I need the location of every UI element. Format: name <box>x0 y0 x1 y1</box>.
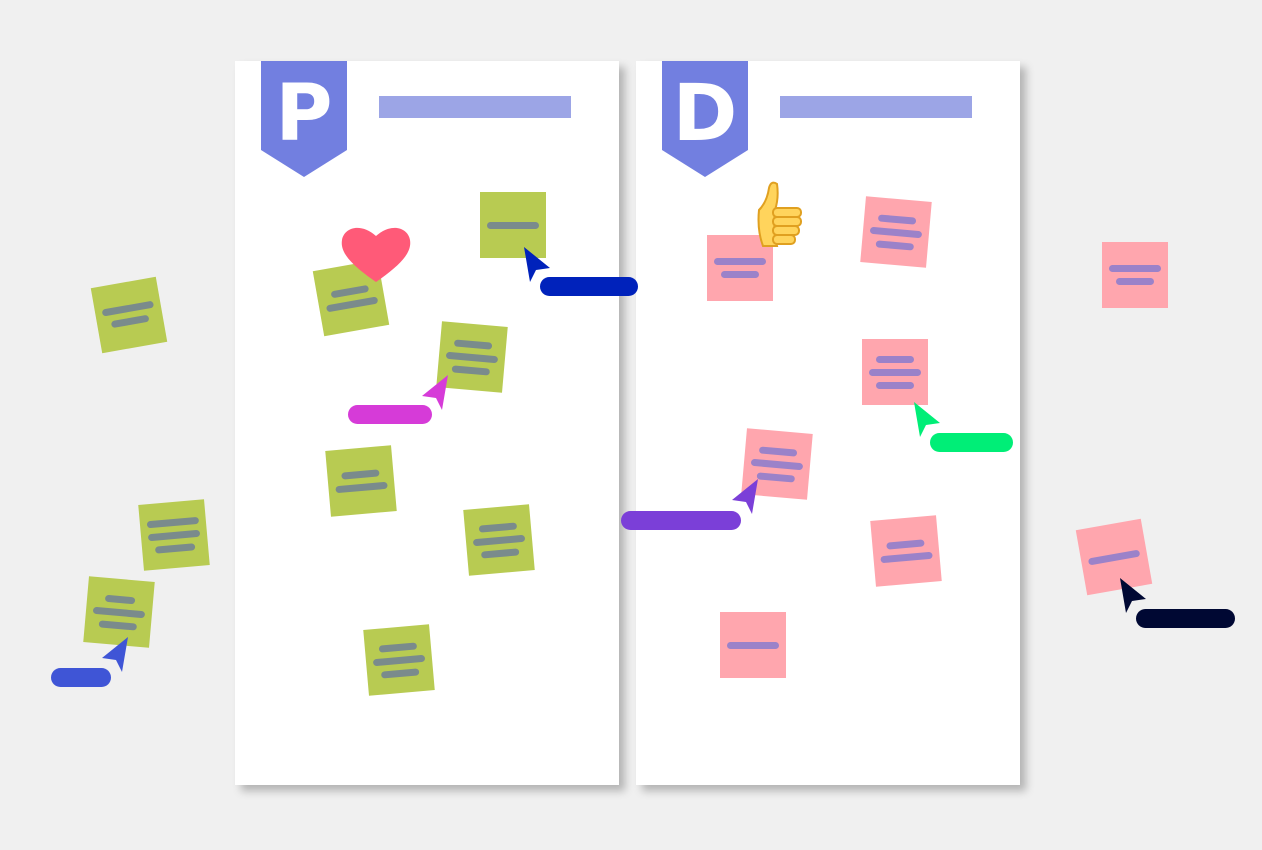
cursor-name-tag <box>1136 609 1235 628</box>
thumbs-up-icon <box>757 181 802 247</box>
cursor-arrow-icon <box>914 402 940 437</box>
cursor-arrow-icon <box>1120 578 1146 613</box>
note-text-line <box>758 445 798 457</box>
cursor-name-tag <box>348 405 432 424</box>
sticky-note[interactable] <box>720 612 786 678</box>
cursor-name-tag <box>621 511 741 530</box>
sticky-note[interactable] <box>860 196 932 268</box>
note-text-line <box>1109 265 1161 272</box>
note-text-line <box>1087 549 1141 565</box>
note-text-line <box>380 667 420 679</box>
note-text-line <box>869 368 921 376</box>
note-text-line <box>92 606 146 618</box>
cursor-arrow-icon <box>422 375 448 410</box>
note-text-line <box>472 534 526 546</box>
note-text-line <box>146 516 200 528</box>
note-text-line <box>154 542 196 554</box>
column-title-bar <box>379 96 571 118</box>
note-text-line <box>480 547 520 559</box>
note-text-line <box>445 351 499 363</box>
note-text-line <box>372 654 426 666</box>
note-text-line <box>98 619 138 631</box>
note-text-line <box>487 221 539 229</box>
note-text-line <box>876 381 914 389</box>
note-text-line <box>104 594 136 604</box>
note-text-line <box>110 314 150 329</box>
sticky-note[interactable] <box>862 339 928 405</box>
note-text-line <box>714 258 766 265</box>
cursor-name-tag <box>51 668 111 687</box>
column-banner <box>662 61 748 177</box>
sticky-note[interactable] <box>463 504 535 576</box>
note-text-line <box>330 284 370 299</box>
sticky-note[interactable] <box>363 624 435 696</box>
column-d: D <box>636 61 1020 785</box>
note-text-line <box>876 355 914 363</box>
note-text-line <box>886 539 925 550</box>
sticky-note[interactable] <box>480 192 546 258</box>
note-text-line <box>727 641 779 649</box>
cursor-arrow-icon <box>732 479 758 514</box>
note-text-line <box>1116 278 1154 285</box>
sticky-note[interactable] <box>870 515 942 587</box>
sticky-note[interactable] <box>325 445 397 517</box>
note-text-line <box>378 641 418 653</box>
column-letter: D <box>672 69 738 159</box>
note-text-line <box>478 521 518 533</box>
cursor-name-tag <box>930 433 1013 452</box>
note-text-line <box>880 551 933 564</box>
note-text-line <box>341 469 380 480</box>
cursor-arrow-icon <box>524 247 550 282</box>
column-title-bar <box>780 96 972 118</box>
sticky-note[interactable] <box>1102 242 1168 308</box>
note-text-line <box>147 529 201 541</box>
note-text-line <box>325 296 379 313</box>
note-text-line <box>453 338 493 350</box>
note-text-line <box>869 226 923 238</box>
note-text-line <box>451 364 491 376</box>
heart-icon <box>341 227 411 282</box>
cursor-name-tag <box>540 277 638 296</box>
note-text-line <box>750 458 804 470</box>
note-text-line <box>721 271 759 278</box>
sticky-note[interactable] <box>138 499 210 571</box>
sticky-note[interactable] <box>90 276 168 354</box>
note-text-line <box>756 471 796 483</box>
note-text-line <box>877 213 917 225</box>
note-text-line <box>875 239 915 251</box>
note-text-line <box>335 481 388 494</box>
column-banner <box>261 61 347 177</box>
cursor-arrow-icon <box>102 637 128 672</box>
column-letter: P <box>275 69 333 159</box>
